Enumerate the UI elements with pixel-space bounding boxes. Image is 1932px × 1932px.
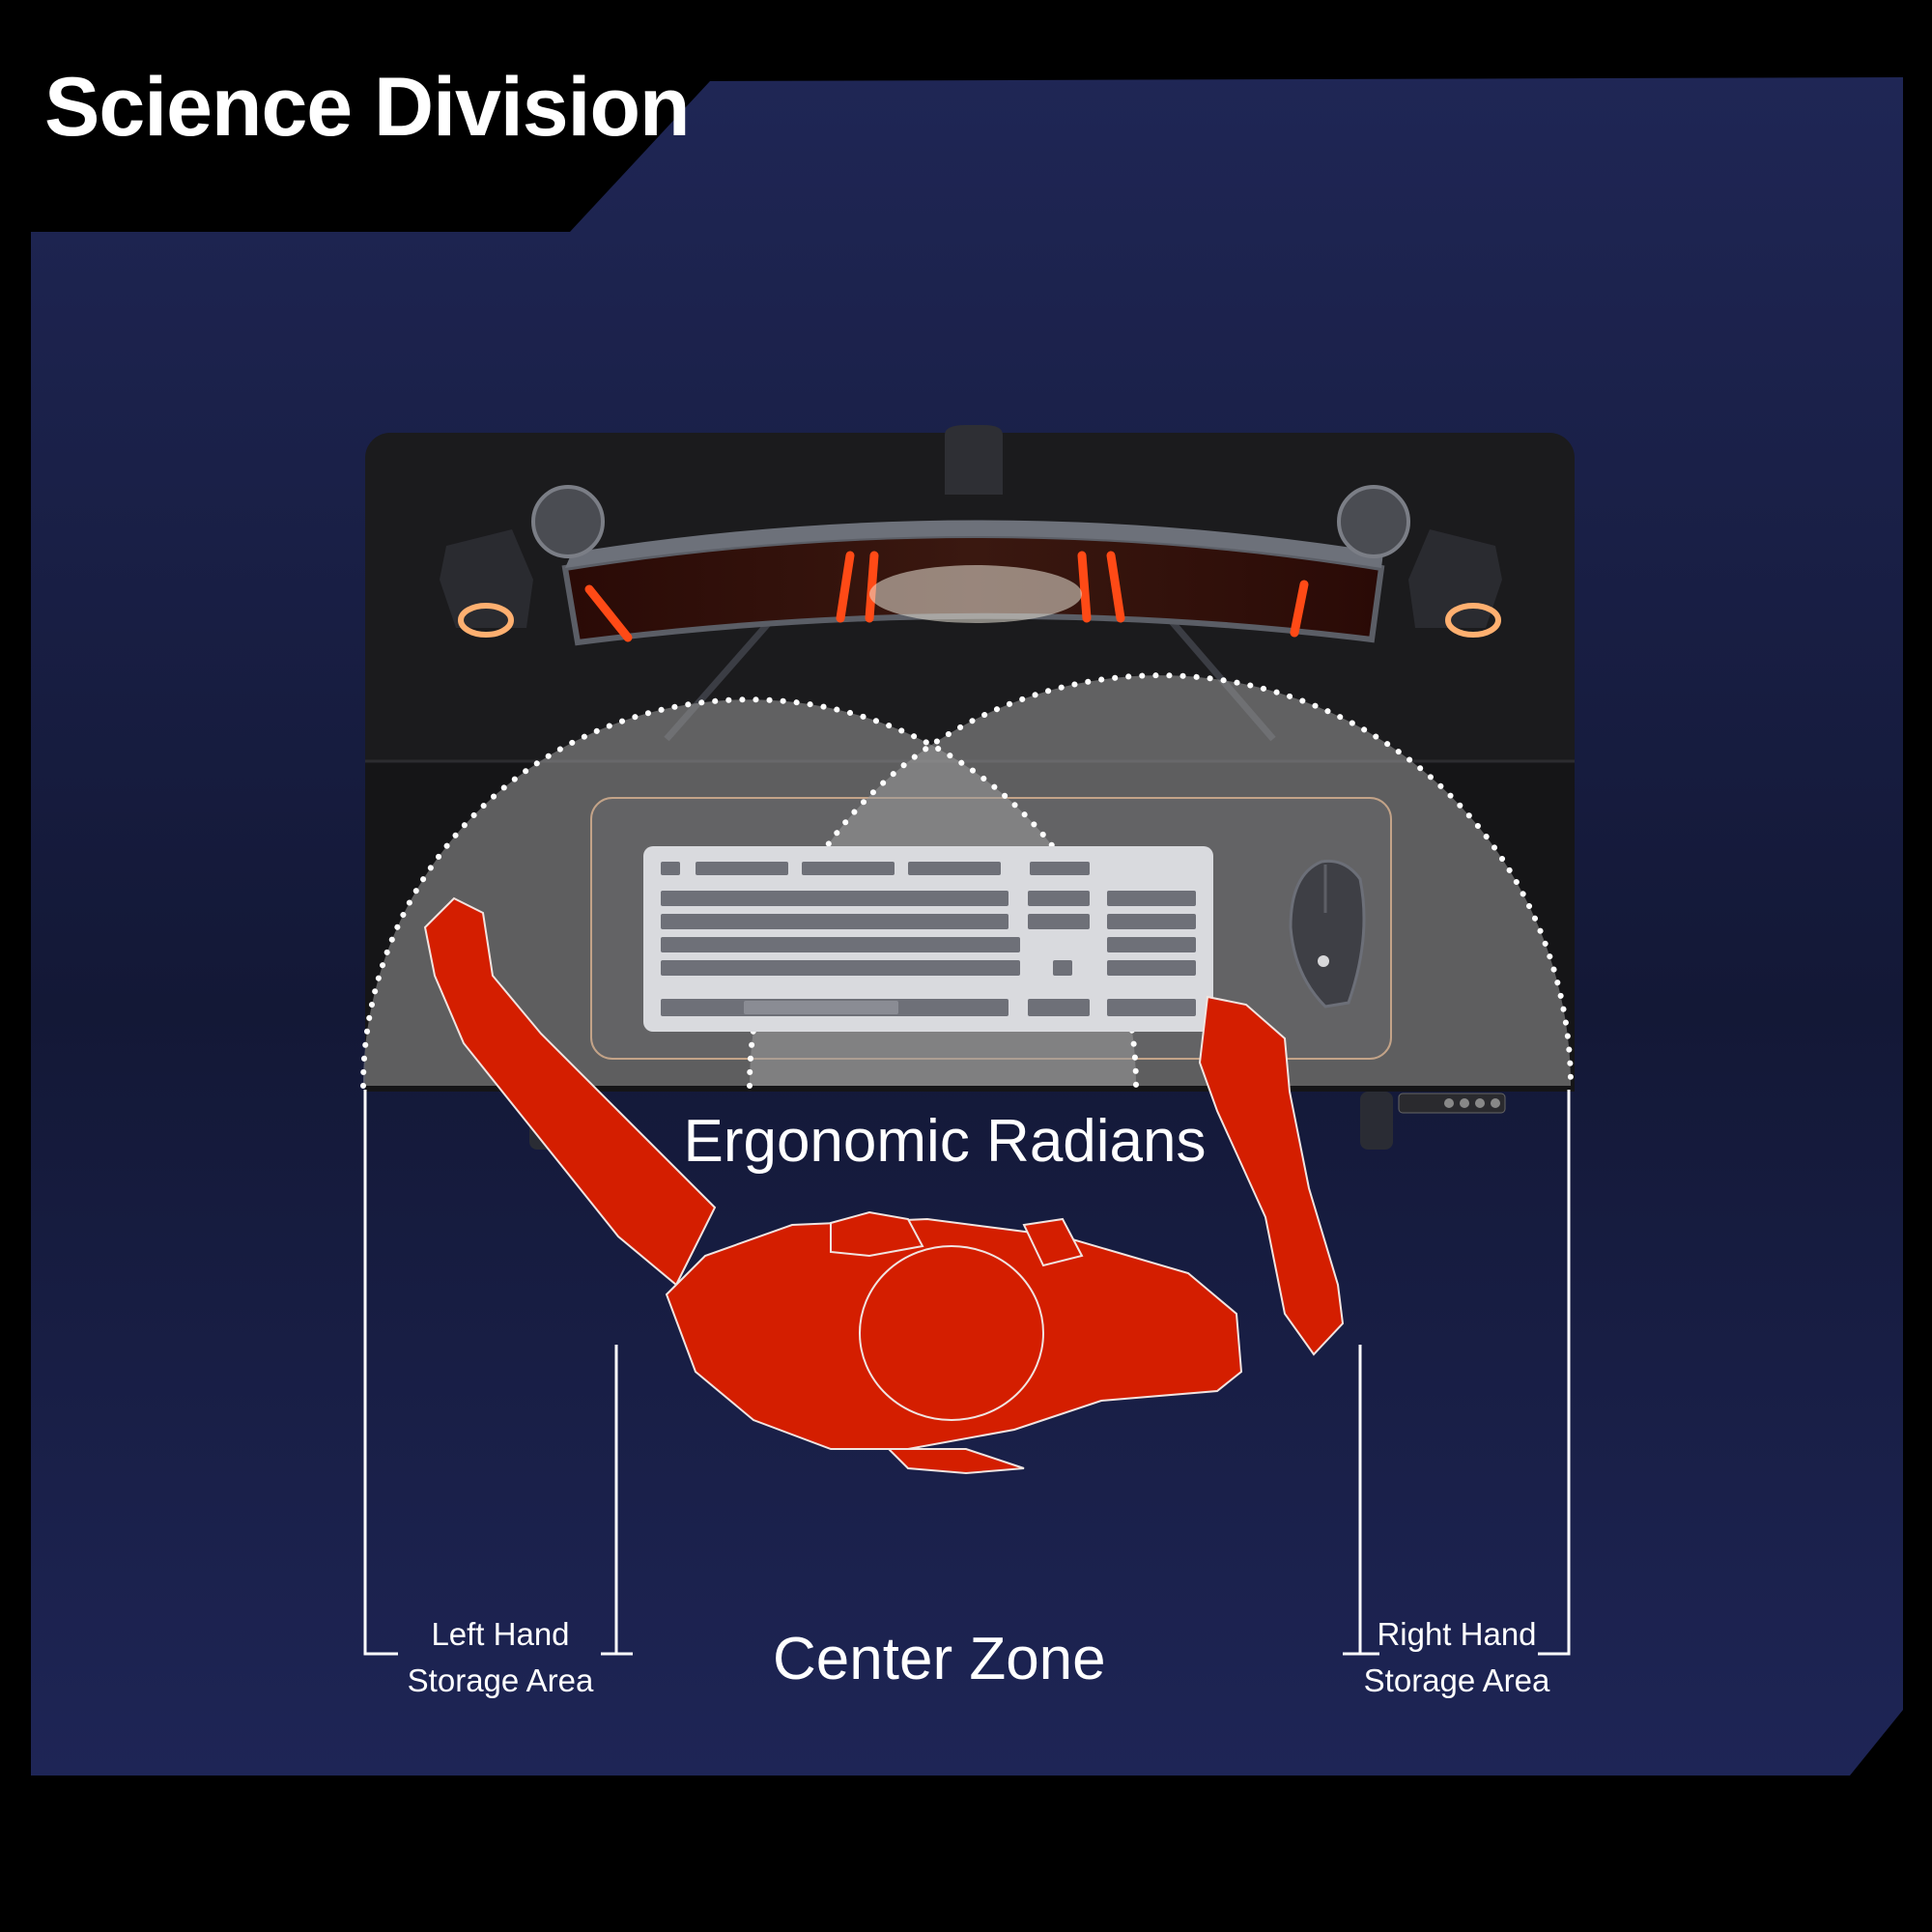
- left-storage-line2: Storage Area: [407, 1662, 594, 1698]
- left-storage-label: Left Hand Storage Area: [375, 1611, 626, 1704]
- right-storage-line2: Storage Area: [1363, 1662, 1550, 1698]
- ergonomic-radians-label: Ergonomic Radians: [683, 1108, 1207, 1175]
- keyboard-icon: [643, 846, 1213, 1032]
- right-storage-label: Right Hand Storage Area: [1331, 1611, 1582, 1704]
- person-icon: [423, 896, 1345, 1475]
- page-title: Science Division: [44, 61, 691, 154]
- right-storage-line1: Right Hand: [1377, 1616, 1537, 1652]
- speaker-icon: [440, 485, 1502, 638]
- zone-brackets: [363, 1090, 1571, 1656]
- center-zone-label: Center Zone: [773, 1626, 1106, 1692]
- mouse-icon: [1289, 859, 1366, 1009]
- left-storage-line1: Left Hand: [431, 1616, 570, 1652]
